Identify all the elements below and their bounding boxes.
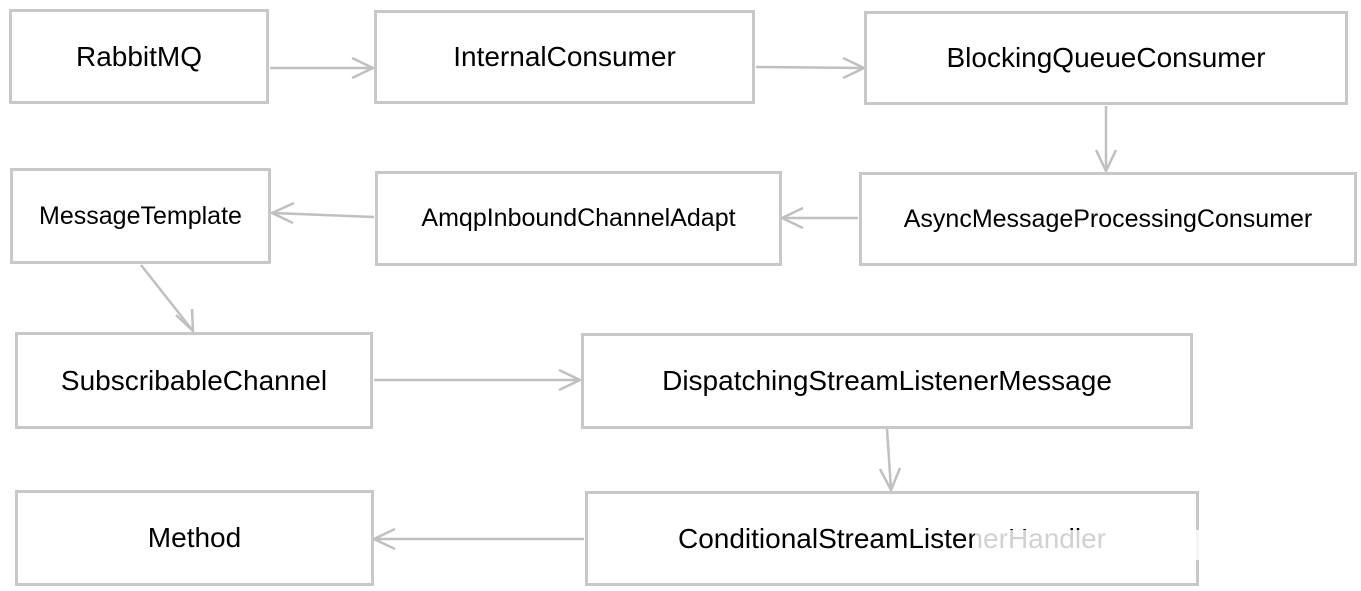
node-label: DispatchingStreamListenerMessage bbox=[662, 365, 1112, 396]
edge-internal-consumer-to-blocking-queue-consumer bbox=[755, 56, 867, 80]
edge-rabbitmq-to-internal-consumer bbox=[270, 56, 376, 80]
edge-async-consumer-to-amqp-inbound-channel-adapt bbox=[779, 206, 858, 230]
node-dispatching-stream-listener-message: DispatchingStreamListenerMessage bbox=[581, 333, 1193, 429]
node-label: BlockingQueueConsumer bbox=[946, 42, 1266, 73]
edge-conditional-handler-to-method bbox=[371, 527, 584, 551]
node-message-template: MessageTemplate bbox=[10, 168, 271, 264]
node-subscribable-channel: SubscribableChannel bbox=[15, 332, 373, 429]
node-amqp-inbound-channel-adapt: AmqpInboundChannelAdapt bbox=[375, 171, 782, 266]
node-label: InternalConsumer bbox=[453, 41, 676, 72]
node-async-message-processing-consumer: AsyncMessageProcessingConsumer bbox=[859, 172, 1357, 266]
edge-dispatching-message-to-conditional-handler bbox=[878, 428, 902, 493]
node-label: AsyncMessageProcessingConsumer bbox=[903, 204, 1313, 233]
node-blocking-queue-consumer: BlockingQueueConsumer bbox=[864, 11, 1348, 105]
node-method: Method bbox=[15, 490, 374, 586]
node-internal-consumer: InternalConsumer bbox=[374, 10, 755, 104]
edge-amqp-inbound-channel-adapt-to-message-template bbox=[269, 201, 375, 225]
node-label: AmqpInboundChannelAdapt bbox=[421, 204, 736, 232]
edge-subscribable-channel-to-dispatching-stream-listener-message bbox=[374, 368, 583, 392]
node-label: Method bbox=[147, 522, 242, 553]
watermark-overlay bbox=[975, 530, 1200, 560]
node-rabbitmq: RabbitMQ bbox=[9, 9, 269, 104]
node-label: SubscribableChannel bbox=[60, 364, 328, 396]
edge-blocking-queue-consumer-to-async-consumer bbox=[1094, 106, 1118, 174]
node-label: MessageTemplate bbox=[39, 201, 242, 230]
edge-message-template-to-subscribable-channel bbox=[140, 264, 195, 335]
node-label: RabbitMQ bbox=[75, 40, 203, 72]
